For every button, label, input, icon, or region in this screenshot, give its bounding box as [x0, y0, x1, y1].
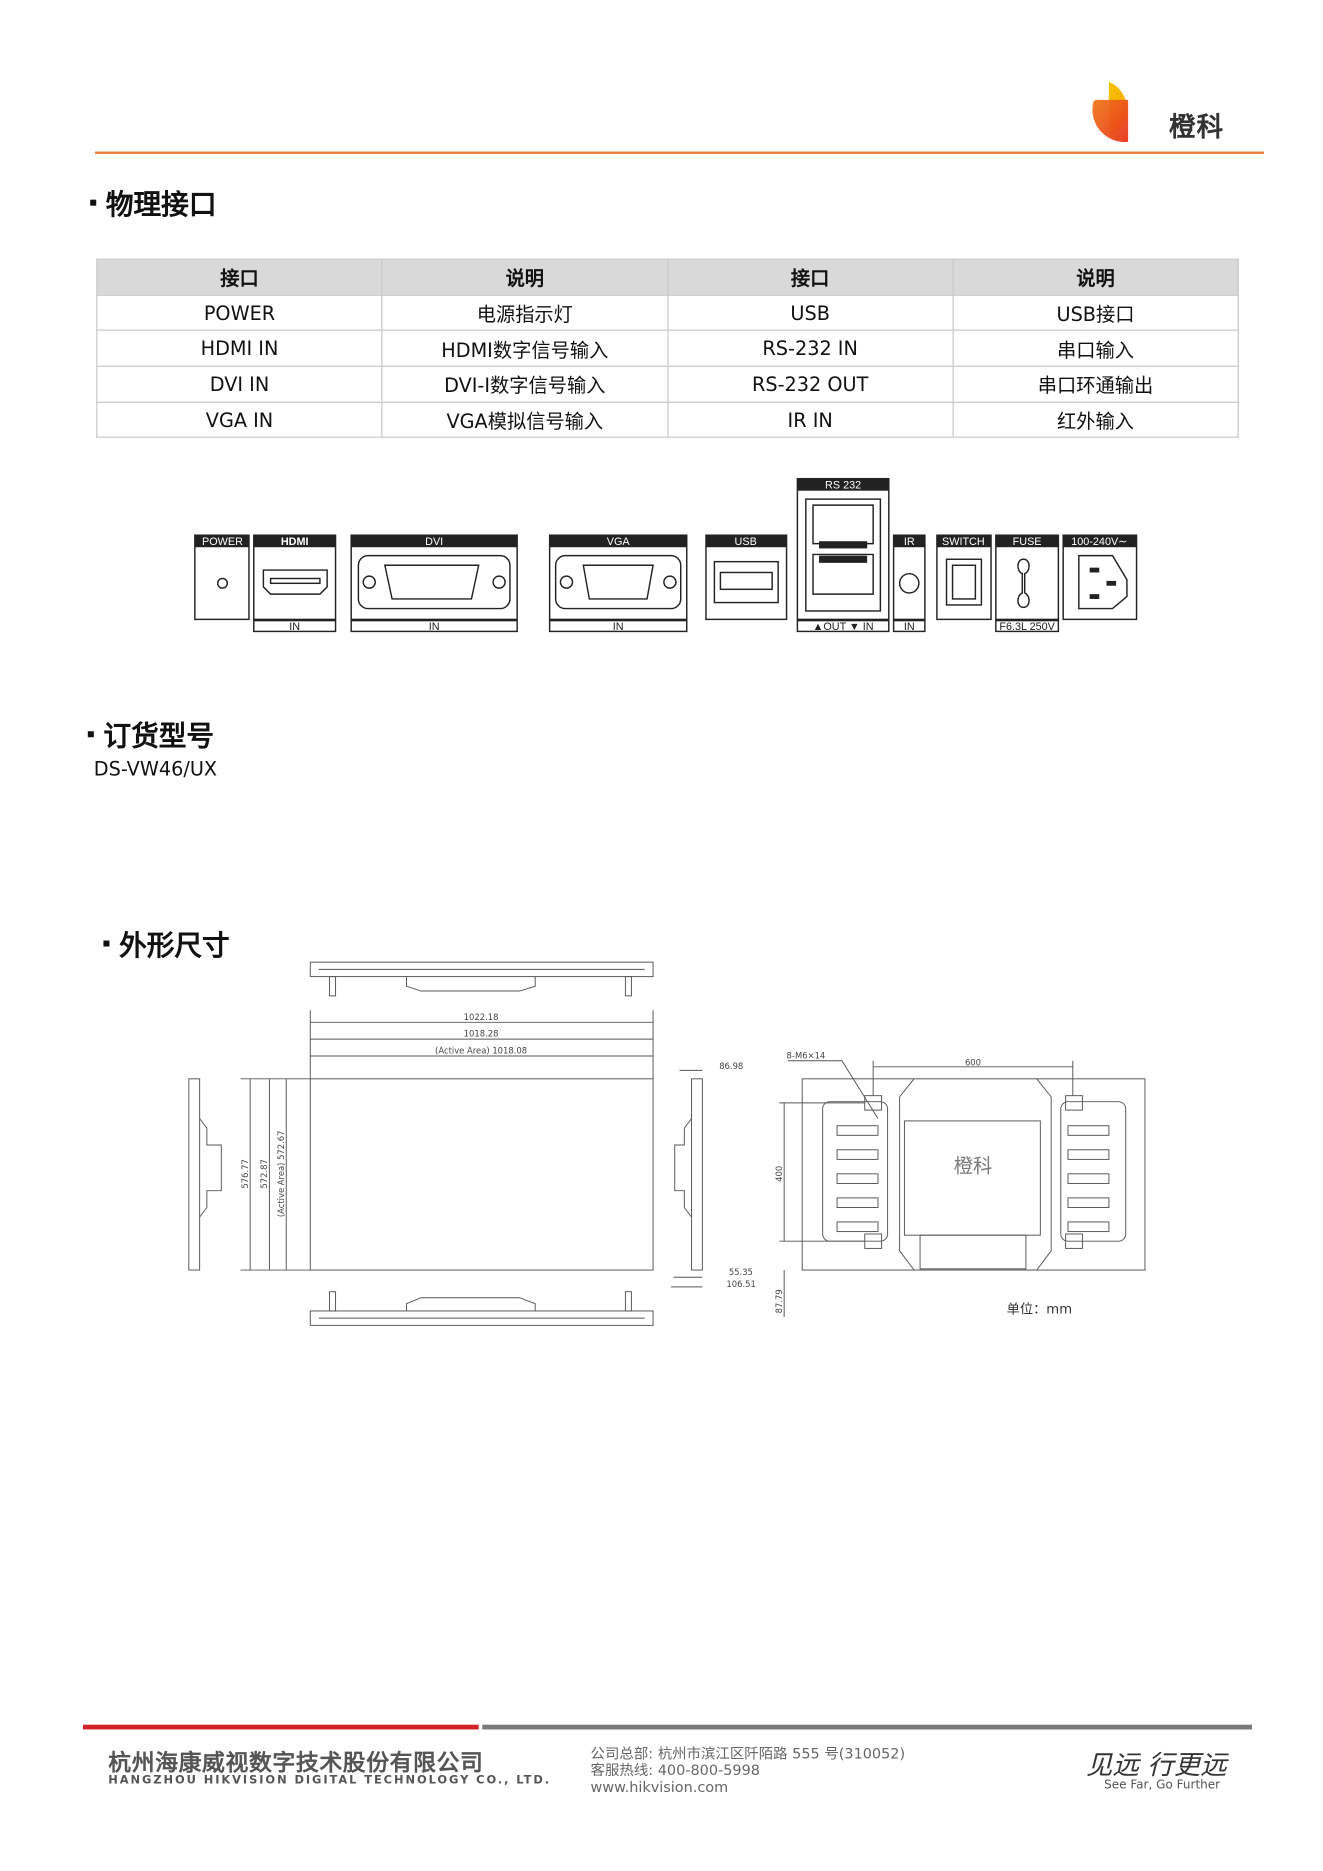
- cell: POWER: [96, 294, 383, 332]
- company-address: 公司总部: 杭州市滨江区阡陌路 555 号(310052): [590, 1745, 906, 1762]
- section-title-dimensions: 外形尺寸: [103, 922, 230, 963]
- ir-in-label: IN: [904, 621, 915, 633]
- port-label-hdmi: HDMI: [281, 536, 309, 548]
- company-name-en: HANGZHOU HIKVISION DIGITAL TECHNOLOGY CO…: [108, 1773, 552, 1788]
- dim-width-outer: 1022.18: [464, 1012, 499, 1022]
- cell: 串口输入: [952, 329, 1239, 367]
- vga-in-label: IN: [613, 621, 624, 633]
- cell: RS-232 OUT: [666, 365, 954, 403]
- dim-depth: 86.98: [719, 1061, 743, 1071]
- dim-depth-min: 55.35: [729, 1267, 753, 1277]
- section-title-interfaces: 物理接口: [90, 182, 216, 223]
- cell: RS-232 IN: [666, 329, 954, 367]
- port-label-fuse: FUSE: [1013, 536, 1042, 548]
- port-label-usb: USB: [735, 536, 757, 548]
- section-title-order: 订货型号: [87, 713, 215, 754]
- slogan-en: See Far, Go Further: [1104, 1778, 1221, 1793]
- dim-height-panel: 572.87: [259, 1159, 269, 1188]
- col-header: 接口: [96, 258, 383, 296]
- cell: 红外输入: [952, 401, 1239, 439]
- cell: USB: [666, 294, 954, 332]
- rs232-direction-label: ▲OUT ▼ IN: [813, 621, 874, 633]
- header-divider: [95, 151, 1265, 154]
- dim-height-active: (Active Area) 572.67: [276, 1130, 286, 1217]
- col-header: 接口: [666, 258, 954, 296]
- table-header-row: 接口 说明 接口 说明: [96, 258, 1239, 296]
- port-label-switch: SWITCH: [942, 536, 985, 548]
- section-title-text: 外形尺寸: [119, 930, 230, 963]
- port-label-ac: 100-240V∼: [1071, 536, 1127, 548]
- dimension-drawing: 1022.18 1018.28 (Active Area) 1018.08 57…: [188, 961, 1146, 1326]
- cell: DVI IN: [96, 365, 383, 403]
- rear-logo: 橙科: [954, 1155, 992, 1178]
- dim-mount-h: 600: [965, 1058, 981, 1068]
- dim-depth-max: 106.51: [726, 1279, 755, 1289]
- dim-height-outer: 576.77: [240, 1159, 250, 1188]
- port-label-power: POWER: [202, 536, 243, 548]
- hdmi-in-label: IN: [289, 621, 300, 633]
- col-header: 说明: [381, 258, 669, 296]
- cell: VGA IN: [96, 401, 383, 439]
- company-name-cn: 杭州海康威视数字技术股份有限公司: [108, 1749, 484, 1777]
- footer-gray-bar: [482, 1724, 1253, 1730]
- cell: DVI-I数字信号输入: [381, 365, 669, 403]
- section-title-text: 物理接口: [105, 190, 217, 222]
- port-label-rs232: RS 232: [825, 479, 861, 491]
- port-panel-diagram: POWER HDMI DVI VGA USB RS 232 IR SWITCH …: [194, 477, 1138, 633]
- company-contact: 公司总部: 杭州市滨江区阡陌路 555 号(310052) 客服热线: 400-…: [591, 1745, 906, 1796]
- cell: VGA模拟信号输入: [381, 401, 669, 439]
- company-website[interactable]: www.hikvision.com: [590, 1778, 729, 1796]
- cell: HDMI数字信号输入: [381, 329, 669, 367]
- col-header: 说明: [952, 258, 1239, 296]
- footer-red-bar: [82, 1724, 479, 1730]
- brand-name: 橙科: [1169, 113, 1225, 144]
- cell: USB接口: [952, 294, 1239, 332]
- company-hotline: 客服热线: 400-800-5998: [590, 1761, 760, 1779]
- cell: 串口环通输出: [952, 365, 1239, 403]
- cell: IR IN: [666, 401, 954, 439]
- dim-mount-screws: 8-M6×14: [787, 1050, 826, 1060]
- order-model: DS-VW46/UX: [93, 757, 218, 781]
- dim-mount-v: 400: [774, 1166, 784, 1182]
- port-label-dvi: DVI: [425, 536, 443, 548]
- cell: HDMI IN: [96, 329, 383, 367]
- fuse-rating-label: F6.3L 250V: [999, 621, 1055, 633]
- dim-width-active: (Active Area) 1018.08: [435, 1046, 527, 1056]
- cell: 电源指示灯: [381, 294, 669, 332]
- unit-label: 单位：mm: [1007, 1301, 1072, 1317]
- dim-mount-offset: 87.79: [774, 1289, 784, 1313]
- dim-width-panel: 1018.28: [464, 1029, 499, 1039]
- slogan-cn: 见远 行更远: [1086, 1751, 1227, 1782]
- dvi-in-label: IN: [429, 621, 440, 633]
- port-label-ir: IR: [904, 536, 915, 548]
- port-label-vga: VGA: [607, 536, 631, 548]
- section-title-text: 订货型号: [103, 721, 215, 753]
- brand-logo-icon: [1092, 81, 1129, 143]
